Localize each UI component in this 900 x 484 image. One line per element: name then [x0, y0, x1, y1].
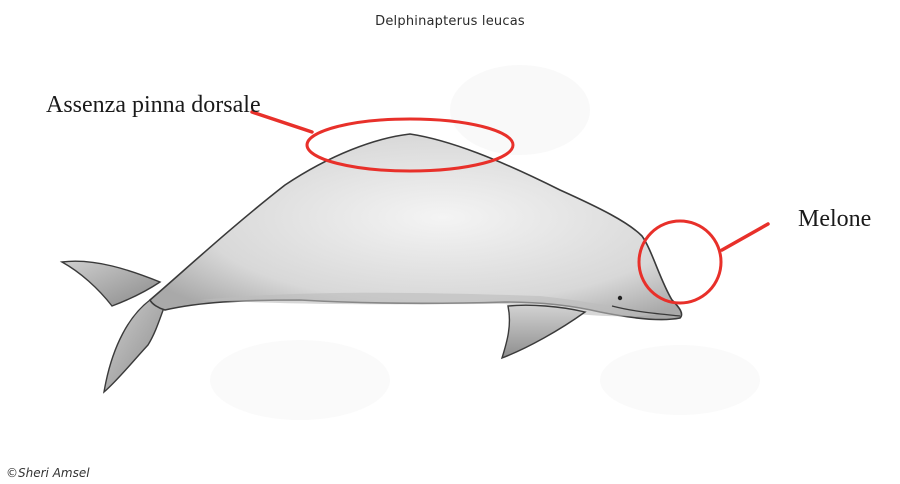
eye [618, 296, 622, 300]
tail-fluke-lower [104, 300, 165, 392]
pectoral-flipper [502, 305, 585, 358]
melon-leader-line [722, 224, 768, 250]
tail-fluke-upper [62, 261, 160, 306]
label-dorsal-fin-absence: Assenza pinna dorsale [46, 86, 276, 124]
copyright-credit: ©Sheri Amsel [6, 466, 90, 480]
label-melon: Melone [798, 200, 871, 238]
beluga-body [150, 134, 682, 320]
